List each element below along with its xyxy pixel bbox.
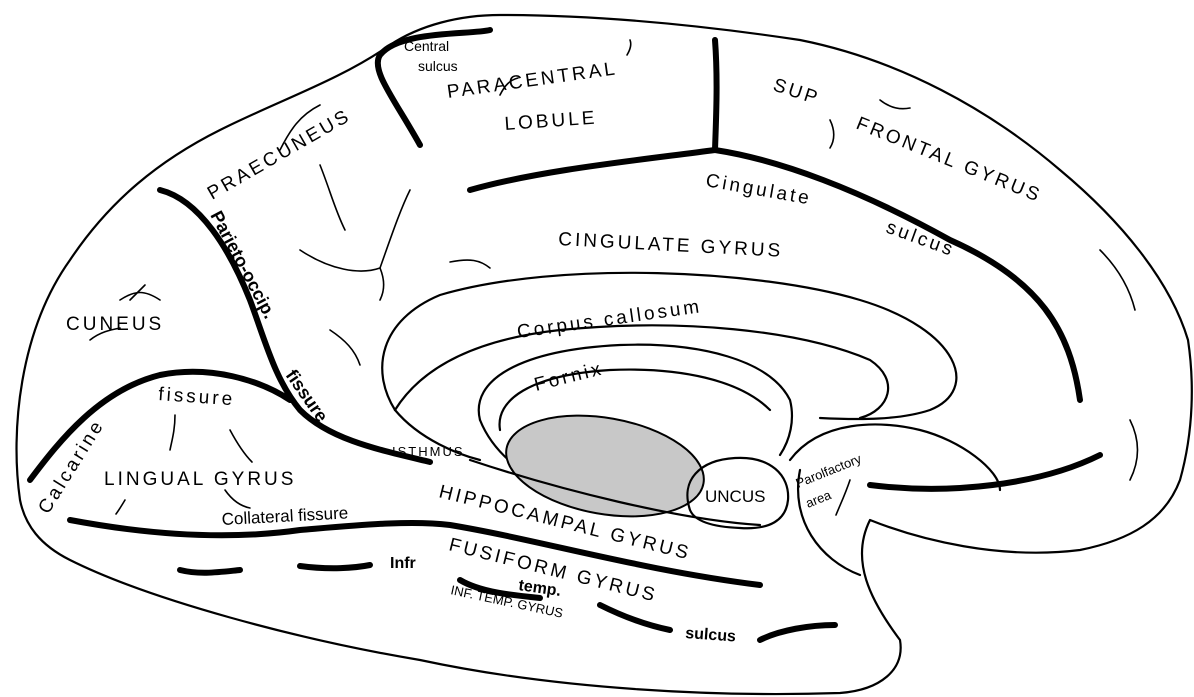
minor-sulcus: [120, 293, 160, 301]
fornix-label: Fornix: [532, 358, 606, 396]
minor-sulcus: [380, 190, 410, 268]
minor-sulcus: [300, 250, 380, 271]
parolfactory-label-1: Parolfactory: [794, 451, 864, 491]
minor-sulcus: [225, 490, 250, 508]
inferior-temporal-sulcus-5: [760, 625, 835, 640]
sup-label: SUP: [770, 75, 822, 110]
infr-label: Infr: [390, 555, 416, 572]
inf-temp-sulcus-label: sulcus: [685, 625, 737, 646]
corpus-callosum-label: Corpus callosum: [516, 296, 704, 343]
minor-sulcus: [836, 480, 850, 515]
calcarine-fissure-label: fissure: [158, 384, 236, 410]
parieto-occipital-fissure: [160, 190, 430, 462]
central-sulcus-label-2: sulcus: [418, 58, 458, 74]
central-sulcus-label-1: Central: [404, 38, 449, 54]
frontal-gyrus-label: FRONTAL GYRUS: [853, 113, 1045, 207]
paracentral-label: PARACENTRAL: [446, 58, 619, 103]
parieto-occip-label: Parieto-occip.: [206, 207, 280, 321]
minor-sulcus: [320, 165, 345, 230]
inferior-temporal-sulcus-4: [600, 605, 670, 630]
paracentral-sulcus: [715, 40, 717, 150]
cingulate-gyrus-label: CINGULATE GYRUS: [558, 229, 784, 262]
isthmus-label: ISTHMUS: [392, 444, 465, 459]
inferior-temporal-sulcus-1: [180, 570, 240, 573]
corpus-callosum-inner: [395, 325, 888, 418]
cuneus-label: CUNEUS: [66, 314, 164, 335]
parolfactory-label-2: area: [804, 487, 834, 511]
minor-sulcus: [1130, 420, 1138, 480]
minor-sulcus: [1100, 250, 1135, 310]
minor-sulcus: [450, 260, 490, 268]
minor-sulcus: [230, 430, 252, 462]
minor-sulcus: [830, 120, 834, 148]
minor-sulcus: [627, 40, 631, 55]
frontal-lower-sulcus: [870, 455, 1100, 489]
lingual-gyrus-label: LINGUAL GYRUS: [104, 469, 296, 490]
lobule-label: LOBULE: [504, 108, 598, 135]
uncus-label: UNCUS: [705, 487, 765, 506]
minor-sulcus: [880, 100, 910, 109]
praecuneus-label: PRAECUNEUS: [204, 105, 355, 204]
cingulate-sulcus-label-1: Cingulate: [704, 170, 813, 209]
inferior-temporal-sulcus-2: [300, 565, 370, 568]
minor-sulcus: [330, 330, 360, 365]
minor-sulcus: [116, 500, 125, 514]
minor-sulcus: [170, 415, 175, 450]
minor-sulcus: [380, 268, 384, 300]
